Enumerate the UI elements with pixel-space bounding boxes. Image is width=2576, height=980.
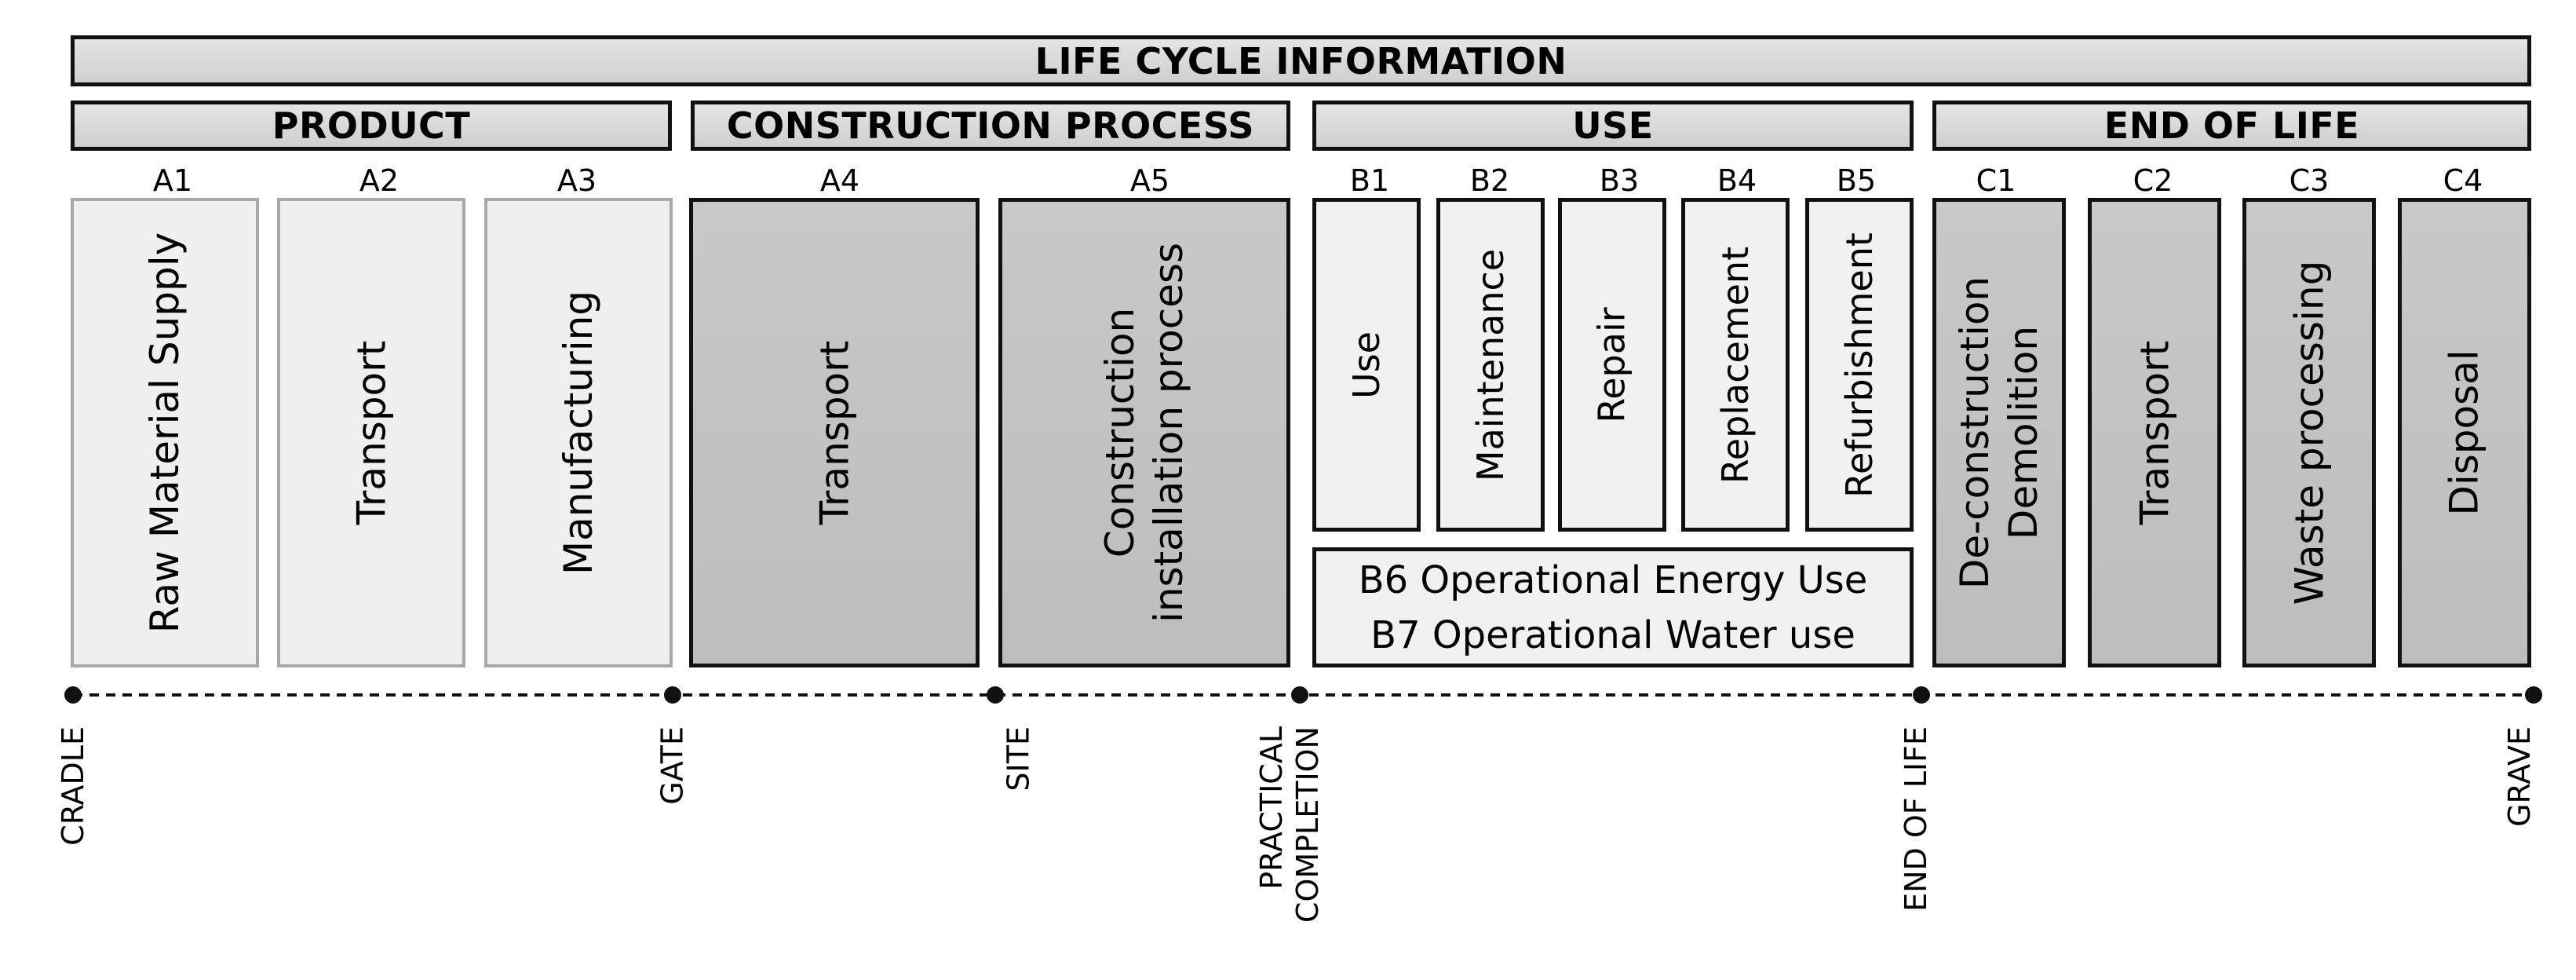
module-code-b5: B5 bbox=[1836, 163, 1877, 198]
module-code-b2: B2 bbox=[1469, 163, 1510, 198]
milestone-site-label: SITE bbox=[1001, 726, 1037, 792]
module-label-b5: Refurbishment bbox=[1838, 232, 1881, 498]
module-box-c2: Transport bbox=[2088, 198, 2221, 667]
module-label-c1-line1: De-construction bbox=[1952, 276, 1998, 590]
module-label-a3: Manufacturing bbox=[556, 290, 601, 576]
milestone-cradle-text: CRADLE bbox=[56, 726, 90, 846]
milestone-dot-cradle bbox=[64, 686, 82, 704]
module-code-c4: C4 bbox=[2443, 163, 2483, 198]
module-label-b6: B6 Operational Energy Use bbox=[1358, 558, 1868, 602]
module-label-c2: Transport bbox=[2132, 340, 2177, 525]
module-label-a1: Raw Material Supply bbox=[142, 232, 188, 634]
module-label-a2: Transport bbox=[348, 340, 394, 525]
module-box-a2: Transport bbox=[277, 198, 465, 667]
milestone-dot-end-of-life bbox=[1913, 686, 1930, 704]
stage-end-of-life-header: END OF LIFE bbox=[1932, 101, 2531, 151]
milestone-dot-site bbox=[987, 686, 1004, 704]
module-box-a1: Raw Material Supply bbox=[71, 198, 259, 667]
module-code-a5: A5 bbox=[1129, 163, 1170, 198]
module-code-b4: B4 bbox=[1717, 163, 1757, 198]
module-box-a4: Transport bbox=[689, 198, 980, 667]
milestone-grave-label: GRAVE bbox=[2501, 726, 2538, 827]
stage-product-header: PRODUCT bbox=[71, 101, 672, 151]
milestone-cradle-label: CRADLE bbox=[55, 726, 91, 846]
module-code-a2: A2 bbox=[359, 163, 400, 198]
module-code-c1: C1 bbox=[1976, 163, 2016, 198]
timeline bbox=[64, 686, 2542, 704]
life-cycle-title-text: LIFE CYCLE INFORMATION bbox=[1034, 39, 1567, 82]
module-box-b5: Refurbishment bbox=[1805, 198, 1914, 532]
module-label-b4: Replacement bbox=[1714, 246, 1757, 484]
life-cycle-title: LIFE CYCLE INFORMATION bbox=[71, 35, 2531, 86]
module-box-c1: De-construction Demolition bbox=[1932, 198, 2066, 667]
milestone-dot-practical-completion bbox=[1291, 686, 1308, 704]
module-code-a3: A3 bbox=[556, 163, 597, 198]
module-label-b3: Repair bbox=[1591, 306, 1633, 423]
milestone-end-of-life-text: END OF LIFE bbox=[1899, 726, 1933, 912]
module-code-c2: C2 bbox=[2133, 163, 2173, 198]
module-label-a5-line1: Construction bbox=[1097, 307, 1144, 558]
module-box-b1: Use bbox=[1312, 198, 1421, 532]
module-label-b7: B7 Operational Water use bbox=[1370, 612, 1855, 657]
module-code-b1: B1 bbox=[1349, 163, 1390, 198]
milestone-practical-completion-line2: COMPLETION bbox=[1290, 726, 1325, 923]
module-code-c3: C3 bbox=[2289, 163, 2330, 198]
stage-use-header: USE bbox=[1312, 101, 1914, 151]
module-code-a4: A4 bbox=[819, 163, 860, 198]
milestone-grave-text: GRAVE bbox=[2502, 726, 2537, 827]
module-label-a4: Transport bbox=[812, 340, 857, 525]
milestone-end-of-life-label: END OF LIFE bbox=[1898, 726, 1934, 912]
module-label-c4: Disposal bbox=[2442, 349, 2488, 516]
module-label-a5: Construction installation process bbox=[1096, 243, 1193, 623]
module-label-b2: Maintenance bbox=[1469, 248, 1512, 481]
milestone-gate-label: GATE bbox=[655, 726, 691, 805]
milestone-dot-gate bbox=[664, 686, 681, 704]
module-label-c3: Waste processing bbox=[2286, 260, 2332, 605]
module-label-a5-line2: installation process bbox=[1146, 242, 1192, 623]
milestone-practical-completion-label: PRACTICAL COMPLETION bbox=[1253, 726, 1326, 923]
module-code-b3: B3 bbox=[1599, 163, 1640, 198]
stage-product-label: PRODUCT bbox=[272, 104, 471, 147]
module-box-b3: Repair bbox=[1558, 198, 1666, 532]
milestone-gate-text: GATE bbox=[655, 726, 690, 805]
module-box-a5: Construction installation process bbox=[998, 198, 1290, 667]
module-code-a1: A1 bbox=[152, 163, 193, 198]
milestone-dot-grave bbox=[2525, 686, 2542, 704]
milestone-practical-completion-line1: PRACTICAL bbox=[1254, 726, 1289, 890]
module-box-b4: Replacement bbox=[1681, 198, 1790, 532]
stage-end-of-life-label: END OF LIFE bbox=[2103, 104, 2360, 147]
module-label-c1: De-construction Demolition bbox=[1950, 276, 2048, 589]
milestone-site-text: SITE bbox=[1002, 726, 1036, 792]
module-label-c1-line2: Demolition bbox=[2001, 325, 2046, 540]
module-label-b1: Use bbox=[1345, 331, 1388, 399]
module-box-a3: Manufacturing bbox=[484, 198, 673, 667]
stage-use-label: USE bbox=[1572, 104, 1654, 147]
stage-construction-label: CONSTRUCTION PROCESS bbox=[726, 104, 1255, 147]
module-box-c4: Disposal bbox=[2398, 198, 2531, 667]
stage-construction-header: CONSTRUCTION PROCESS bbox=[691, 101, 1290, 151]
module-box-c3: Waste processing bbox=[2242, 198, 2376, 667]
module-box-b6-b7: B6 Operational Energy Use B7 Operational… bbox=[1312, 547, 1914, 667]
module-box-b2: Maintenance bbox=[1436, 198, 1545, 532]
